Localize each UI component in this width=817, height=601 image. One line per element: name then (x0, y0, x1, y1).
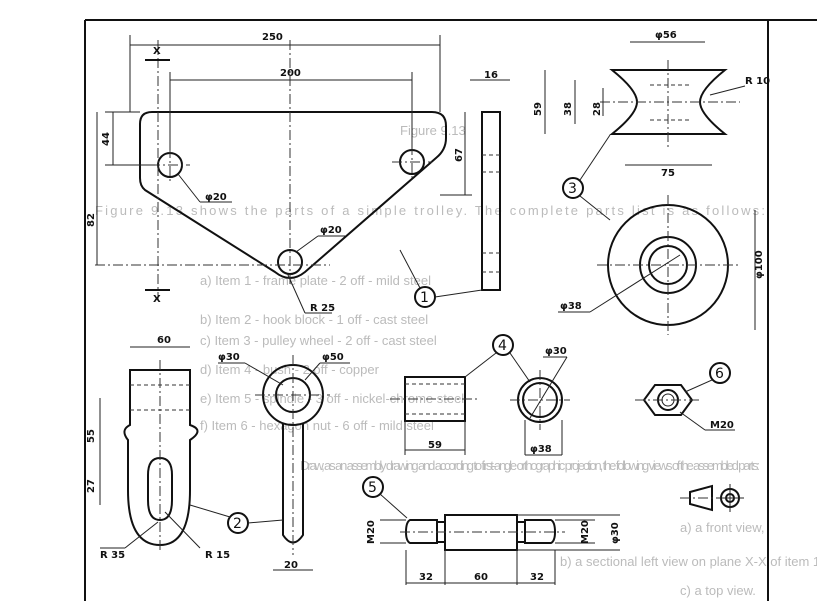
item-line: a) Item 1 - frame plate - 2 off - mild s… (200, 273, 431, 288)
dim-m20: M20 (710, 420, 734, 431)
dim-r15: R 15 (205, 550, 230, 561)
dim-r10: R 10 (745, 76, 770, 87)
background-text: Figure 9.13 Figure 9.13 shows the parts … (95, 123, 817, 598)
part1-frame-plate: 250 200 44 82 67 16 φ20 φ20 R 25 X X 1 (86, 32, 510, 314)
dim-m20-left: M20 (366, 520, 377, 544)
dim-dia56: φ56 (655, 30, 677, 41)
dim-67: 67 (454, 148, 465, 162)
part2-hook-block: 60 55 27 R 35 R 15 φ30 φ50 20 2 (86, 335, 350, 571)
part5-spindle: M20 M20 φ30 32 60 32 5 (362, 476, 621, 585)
dim-75: 75 (661, 168, 675, 179)
callout-2-label: 2 (233, 516, 242, 532)
part3-pulley: φ56 R 10 59 38 28 75 φ100 φ38 3 (533, 30, 770, 335)
dim-60: 60 (474, 572, 488, 583)
dim-55: 55 (86, 429, 97, 443)
first-angle-projection-symbol (680, 484, 744, 512)
dim-hole-dia: φ20 (320, 225, 342, 236)
item-line: b) Item 2 - hook block - 1 off - cast st… (200, 312, 428, 327)
dim-20: 20 (284, 560, 298, 571)
dim-28: 28 (592, 102, 603, 116)
dim-hole-dia: φ20 (205, 192, 227, 203)
callout-3 (562, 177, 584, 199)
view-line: b) a sectional left view on plane X-X of… (560, 554, 817, 569)
dim-16: 16 (484, 70, 498, 81)
dim-dia50: φ50 (322, 352, 344, 363)
dim-59: 59 (428, 440, 442, 451)
intro-text: Figure 9.13 shows the parts of a simple … (95, 203, 765, 218)
dim-27: 27 (86, 479, 97, 493)
dim-m20-right: M20 (580, 520, 591, 544)
dim-44: 44 (101, 132, 112, 146)
dim-200: 200 (280, 68, 301, 79)
callout-6 (709, 362, 731, 384)
view-line: a) a front view, (680, 520, 765, 535)
callout-3-label: 3 (568, 181, 577, 197)
dim-r35: R 35 (100, 550, 125, 561)
dim-dia30: φ30 (610, 522, 621, 544)
item-line: f) Item 6 - hexagon nut - 6 off - mild s… (200, 418, 434, 433)
callout-4-label: 4 (498, 338, 507, 354)
dim-32-right: 32 (530, 572, 544, 583)
callout-6-label: 6 (715, 366, 724, 382)
dim-59: 59 (533, 102, 544, 116)
dim-r25: R 25 (310, 303, 335, 314)
callout-4 (492, 334, 514, 356)
instruction-text: Draw, as an assembly drawing and accordi… (300, 458, 760, 473)
dim-dia100: φ100 (754, 250, 765, 279)
callout-1-label: 1 (420, 290, 429, 306)
item-line: e) Item 5 - spindle - 3 off - nickel-chr… (200, 391, 464, 406)
section-mark-x: X (153, 46, 161, 57)
dim-82: 82 (86, 213, 97, 227)
sheet-border (84, 19, 817, 601)
dim-dia30: φ30 (545, 346, 567, 357)
part4-bush: 59 φ38 φ30 4 (390, 334, 570, 456)
dim-dia38: φ38 (530, 444, 552, 455)
dim-dia38: φ38 (560, 301, 582, 312)
callout-5-label: 5 (368, 480, 377, 496)
view-line: c) a top view. (680, 583, 756, 598)
dim-250: 250 (262, 32, 283, 43)
figure-label: Figure 9.13 (400, 123, 466, 138)
item-line: d) Item 4 - bush - 2 off - copper (200, 362, 380, 377)
dim-38: 38 (563, 102, 574, 116)
item-line: c) Item 3 - pulley wheel - 2 off - cast … (200, 333, 437, 348)
dim-60: 60 (157, 335, 171, 346)
part6-hex-nut: 6 M20 (635, 362, 735, 431)
section-mark-x: X (153, 294, 161, 305)
callout-5 (362, 476, 384, 498)
dim-dia30: φ30 (218, 352, 240, 363)
dim-32-left: 32 (419, 572, 433, 583)
